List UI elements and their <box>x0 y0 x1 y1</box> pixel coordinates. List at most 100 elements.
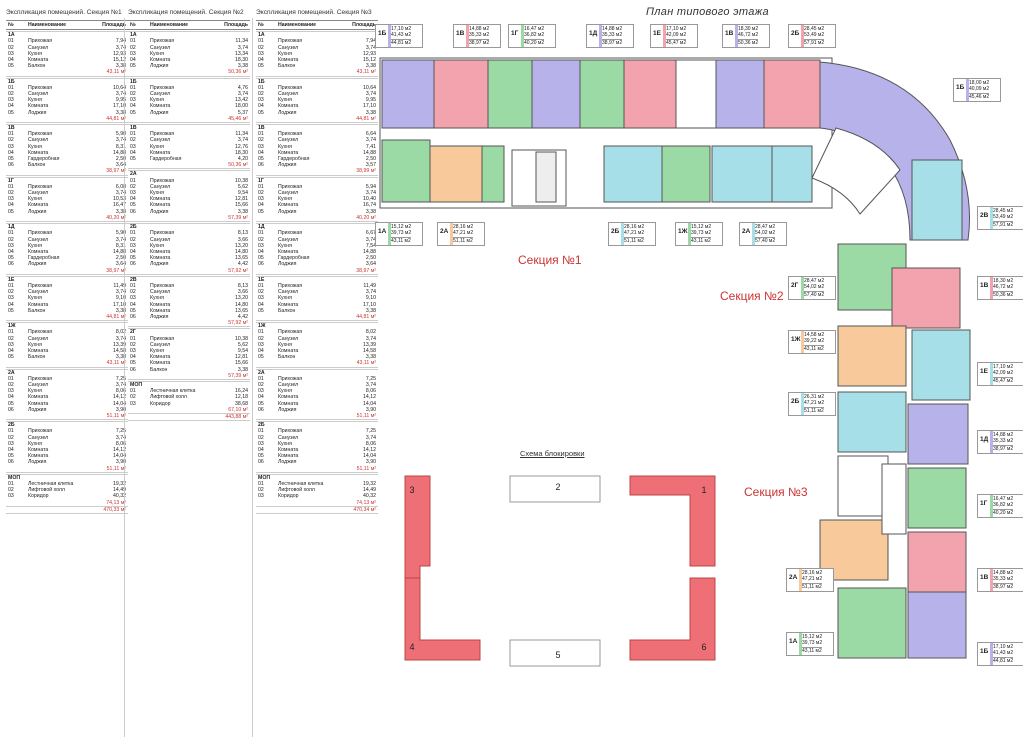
apartment <box>837 325 907 387</box>
apartment-total: 57,39 м² <box>128 215 250 223</box>
area-value: 39,73 м2 <box>391 230 412 237</box>
area-value: 38,97 м2 <box>602 38 623 46</box>
area-value: 46,72 м2 <box>738 32 759 39</box>
room-area: 3,74 <box>115 335 126 342</box>
room-name: Коридор <box>150 400 171 407</box>
room-area: 8,06 <box>115 440 126 447</box>
room-area: 14,80 <box>235 301 248 308</box>
schema-block-shape <box>404 577 481 661</box>
room-number: 02 <box>130 44 136 51</box>
apartment <box>481 145 505 203</box>
section-total: 470,33 м² <box>6 507 128 515</box>
room-area: 9,95 <box>365 97 376 104</box>
table-title: Экспликация помещений. Секция №2 <box>128 9 244 16</box>
apartment-total: 51,11 м² <box>6 466 128 473</box>
apartment-total: 51,11 м² <box>6 413 128 421</box>
room-name: Комната <box>150 307 171 314</box>
room-area: 7,25 <box>115 375 126 382</box>
room-name: Санузел <box>150 183 171 190</box>
room-number: 02 <box>8 236 14 243</box>
apartment-code: 2А <box>789 574 798 581</box>
room-number: 04 <box>258 103 264 110</box>
room-name: Лоджия <box>278 109 297 116</box>
room-number: 06 <box>8 459 14 466</box>
room-name: Лоджия <box>278 208 297 215</box>
area-value: 36,82 м2 <box>993 502 1014 509</box>
room-name: Кухня <box>28 341 42 348</box>
room-number: 05 <box>258 255 264 262</box>
apartment-code: 1В <box>980 574 989 581</box>
room-name: Комната <box>28 400 49 407</box>
room-name: Кухня <box>28 50 42 57</box>
room-area: 14,88 <box>363 248 376 255</box>
apartment-total: 50,36 м² <box>128 162 250 170</box>
room-number: 01 <box>258 183 264 190</box>
room-area: 12,18 <box>235 394 248 401</box>
room-area: 14,04 <box>113 400 126 407</box>
room-number: 03 <box>258 295 264 302</box>
room-number: 03 <box>258 50 264 57</box>
room-area: 3,38 <box>115 63 126 70</box>
apartment-type: 1В <box>128 124 250 131</box>
apartment <box>763 59 821 129</box>
room-area: 14,58 <box>363 347 376 354</box>
apartment <box>837 391 907 453</box>
room-area: 3,57 <box>365 162 376 169</box>
room-number: 03 <box>8 143 14 150</box>
apartment-type: 2А <box>6 368 128 376</box>
area-value: 51,11 м2 <box>624 236 645 244</box>
room-name: Прихожая <box>150 84 175 91</box>
apartment-type: 1Е <box>6 275 128 283</box>
room-name: Лоджия <box>278 406 297 413</box>
apartment-type: 1Г <box>256 176 378 184</box>
area-value: 15,12 м2 <box>391 224 412 230</box>
room-area: 10,38 <box>235 177 248 184</box>
apartment <box>603 145 663 203</box>
room-area: 14,12 <box>113 447 126 453</box>
room-number: 02 <box>8 91 14 98</box>
room-number: 05 <box>8 255 14 262</box>
room-area: 3,90 <box>115 459 126 466</box>
room-name: Комната <box>278 149 299 156</box>
area-value: 57,91 м2 <box>804 38 825 46</box>
room-area: 3,74 <box>365 190 376 197</box>
room-area: 13,20 <box>235 295 248 302</box>
room-area: 4,42 <box>237 313 248 320</box>
room-area: 14,12 <box>363 394 376 401</box>
room-number: 01 <box>8 183 14 190</box>
room-name: Прихожая <box>150 177 175 184</box>
apartment-total: 38,97 м² <box>256 268 378 275</box>
room-number: 05 <box>130 307 136 314</box>
apartment-color-swatch <box>663 25 666 47</box>
room-number: 04 <box>258 301 264 308</box>
room-name: Санузел <box>150 236 171 243</box>
room-name: Комната <box>150 301 171 308</box>
apartment-color-swatch <box>801 25 804 47</box>
room-number: 03 <box>8 50 14 57</box>
apartment-code: 1Б <box>980 648 989 655</box>
room-area: 11,34 <box>235 38 248 45</box>
room-area: 7,94 <box>365 38 376 45</box>
room-number: 02 <box>258 44 264 51</box>
area-value: 45,46 м2 <box>969 92 990 100</box>
room-number: 05 <box>8 156 14 163</box>
room-number: 02 <box>8 335 14 342</box>
room-number: 03 <box>258 388 264 395</box>
room-name: Кухня <box>150 50 164 57</box>
room-name: Прихожая <box>278 375 303 382</box>
